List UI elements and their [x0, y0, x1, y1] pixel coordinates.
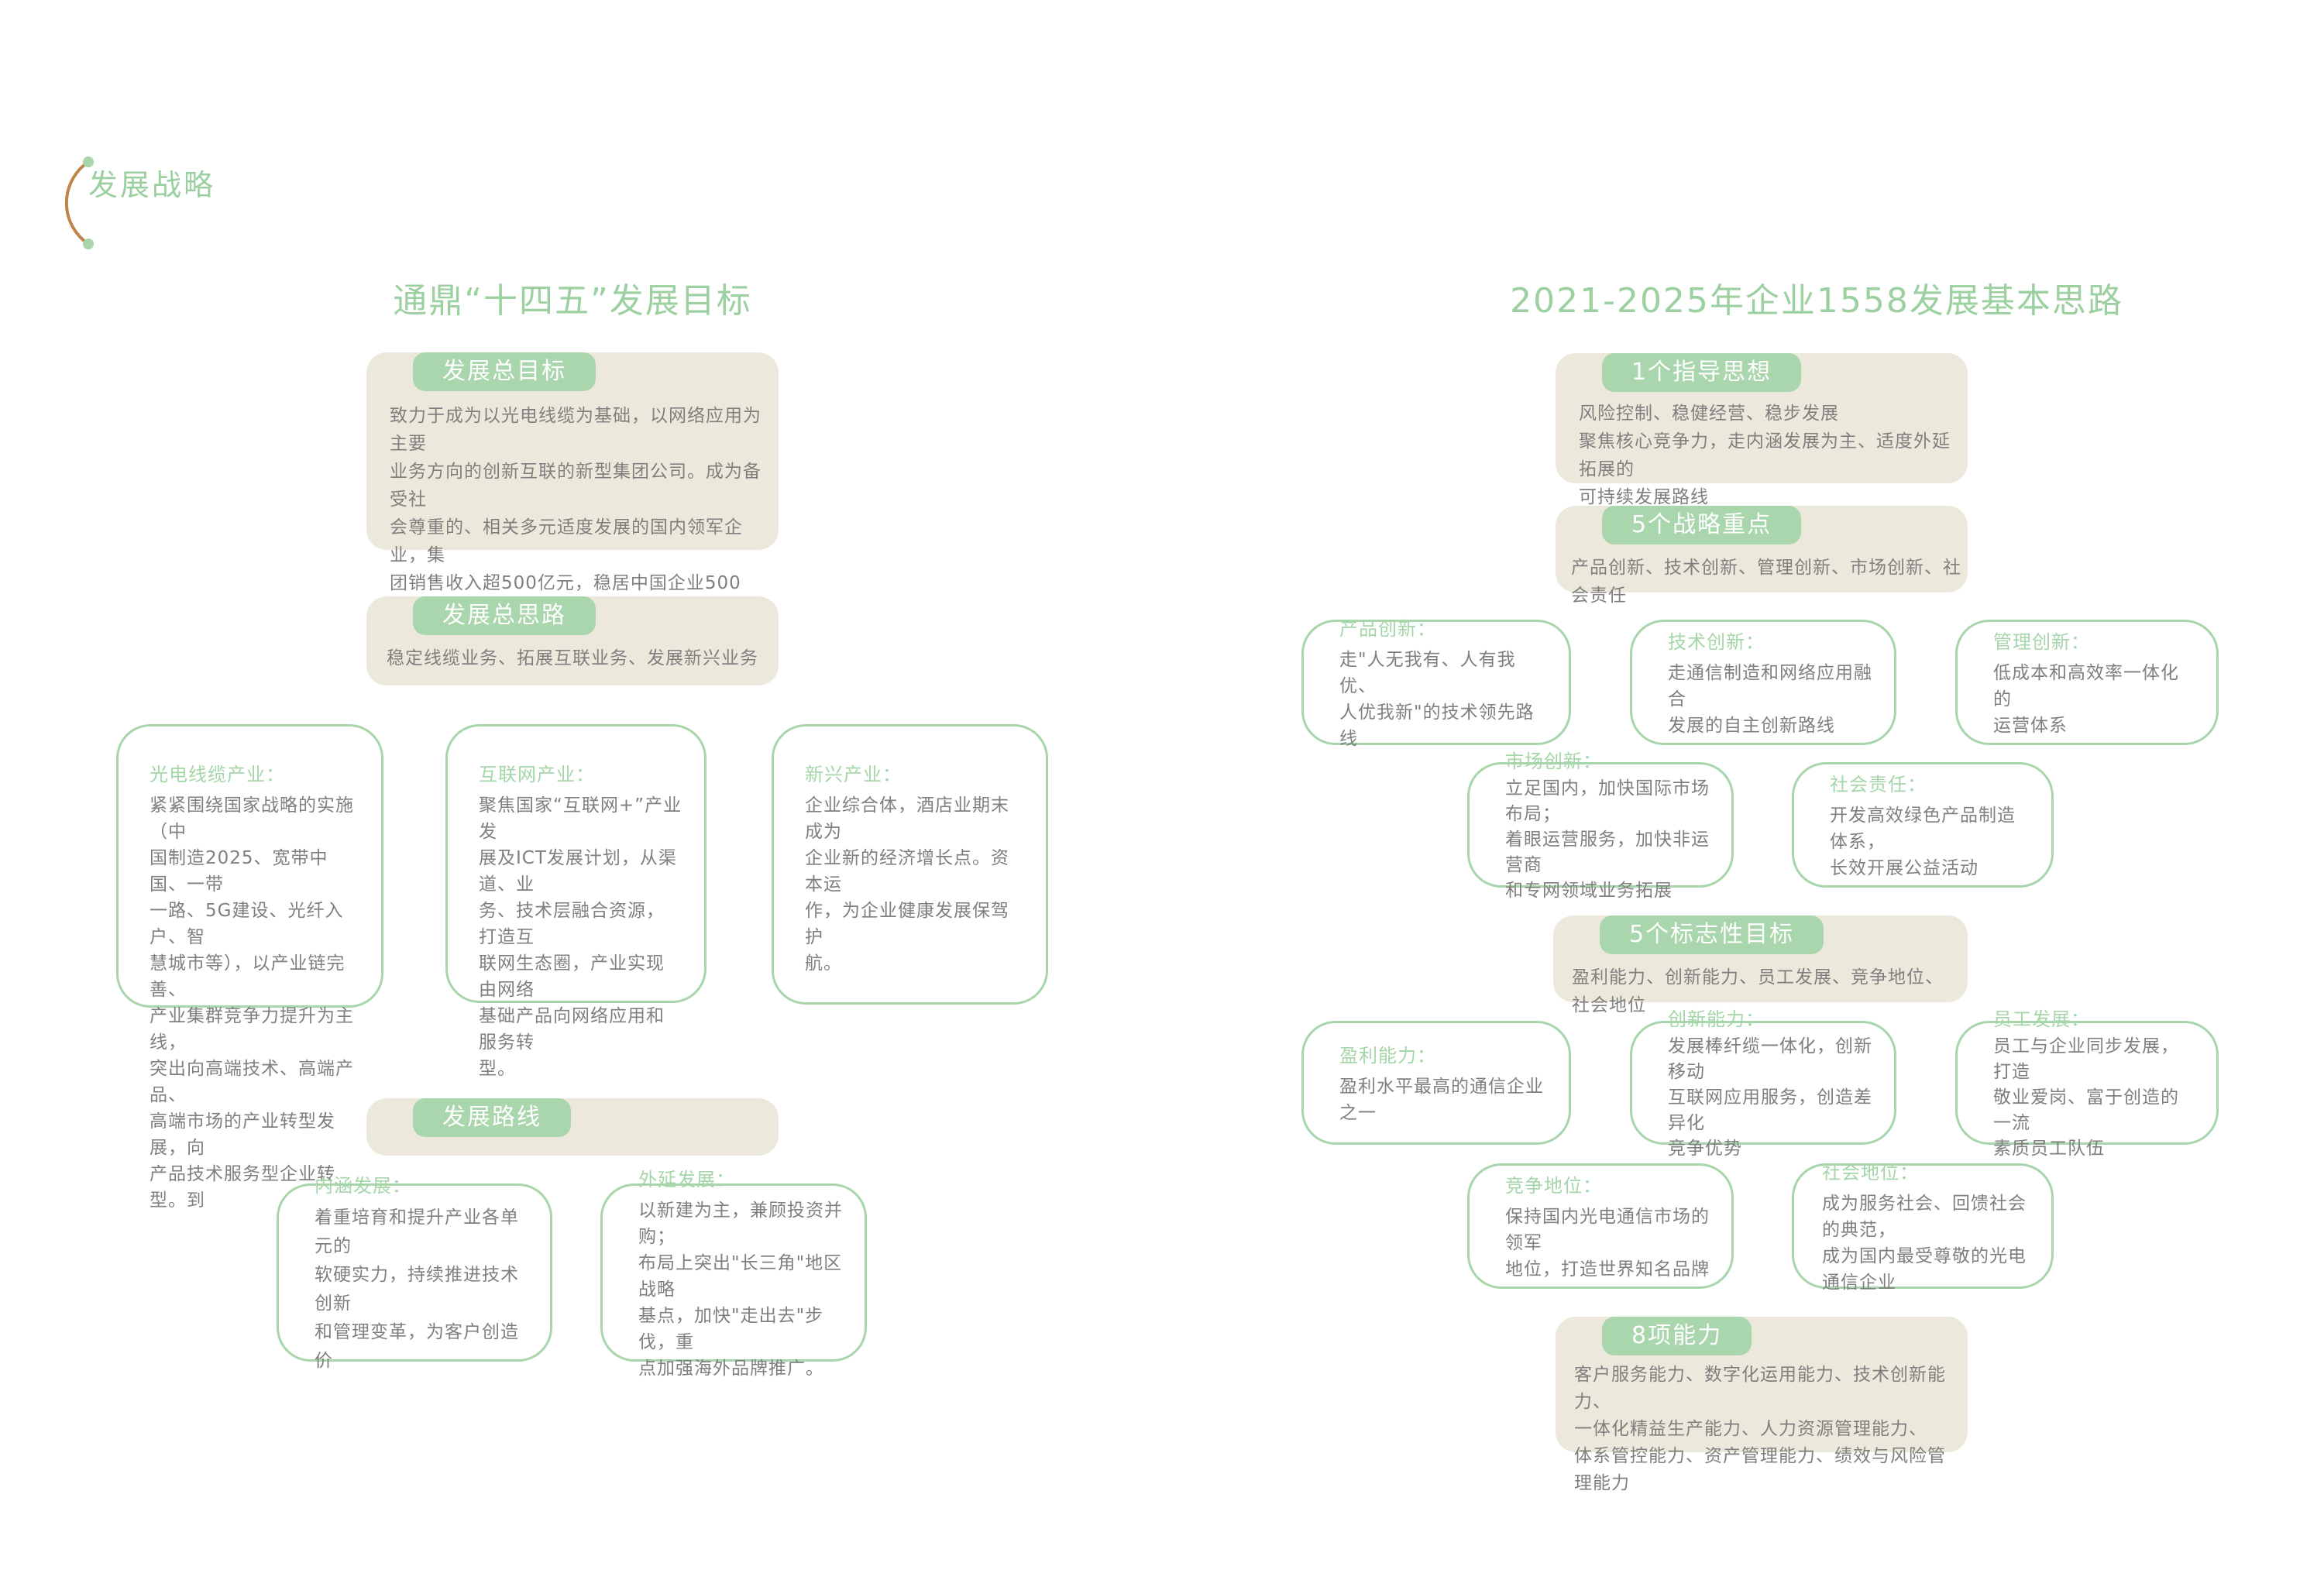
tab-overall-approach: 发展总思路 — [413, 596, 596, 635]
goal-text: 盈利水平最高的通信企业之一 — [1339, 1076, 1544, 1123]
overall-approach-card: 发展总思路 稳定线缆业务、拓展互联业务、发展新兴业务 — [366, 596, 779, 685]
goal-text: 发展棒纤缆一体化，创新移动 互联网应用服务，创造差异化 竞争优势 — [1668, 1036, 1872, 1159]
tab-route: 发展路线 — [413, 1098, 571, 1137]
guiding-thought-text: 风险控制、稳健经营、稳步发展 聚焦核心竞争力，走内涵发展为主、适度外延拓展的 可… — [1579, 404, 1951, 507]
industry-card-internet: 互联网产业： 聚焦国家“互联网+”产业发 展及ICT发展计划，从渠道、业 务、技… — [445, 724, 706, 1079]
goal-label: 竞争地位： — [1505, 1174, 1602, 1197]
innovation-text: 低成本和高效率一体化的 运营体系 — [1993, 662, 2179, 736]
goal-label: 创新能力： — [1668, 1008, 1765, 1030]
landmark-goals-text: 盈利能力、创新能力、员工发展、竞争地位、社会地位 — [1572, 967, 1944, 1015]
route-card-internal: 内涵发展： 着重培育和提升产业各单元的 软硬实力，持续推进技术创新 和管理变革，… — [277, 1175, 552, 1371]
innovation-card-product: 产品创新： 走"人无我有、人有我优、 人优我新"的技术领先路线 — [1301, 618, 1571, 749]
industry-text: 紧紧围绕国家战略的实施（中 国制造2025、宽带中国、一带 一路、5G建设、光纤… — [150, 795, 354, 1211]
goal-card-staff-development: 员工发展： 员工与企业同步发展，打造 敬业爱岗、富于创造的一流 素质员工队伍 — [1955, 1008, 2219, 1159]
industry-label: 新兴产业： — [805, 764, 902, 785]
innovation-label: 产品创新： — [1339, 617, 1436, 640]
innovation-card-market: 市场创新： 立足国内，加快国际市场布局； 着眼运营服务，加快非运营商 和专网领域… — [1467, 751, 1734, 901]
goal-card-innovation: 创新能力： 发展棒纤缆一体化，创新移动 互联网应用服务，创造差异化 竞争优势 — [1630, 1008, 1896, 1159]
section-bracket-icon — [40, 152, 98, 257]
goal-card-competitive-position: 竞争地位： 保持国内光电通信市场的领军 地位，打造世界知名品牌 — [1467, 1163, 1734, 1289]
industry-card-optical-cable: 光电线缆产业： 紧紧围绕国家战略的实施（中 国制造2025、宽带中国、一带 一路… — [116, 724, 383, 1211]
page-title: 发展战略 — [88, 168, 216, 202]
overall-approach-text: 稳定线缆业务、拓展互联业务、发展新兴业务 — [387, 648, 758, 668]
tab-capabilities: 8项能力 — [1602, 1317, 1752, 1355]
innovation-label: 市场创新： — [1505, 751, 1602, 772]
tab-guiding-thought: 1个指导思想 — [1602, 353, 1802, 392]
strategic-priorities-text: 产品创新、技术创新、管理创新、市场创新、社会责任 — [1571, 558, 1961, 606]
goal-card-social-status: 社会地位： 成为服务社会、回馈社会的典范， 成为国内最受尊敬的光电通信企业 — [1792, 1162, 2054, 1293]
route-text: 以新建为主，兼顾投资并购； 布局上突出"长三角"地区战略 基点，加快"走出去"步… — [638, 1200, 843, 1379]
innovation-label: 管理创新： — [1993, 630, 2090, 653]
innovation-text: 开发高效绿色产品制造体系， 长效开展公益活动 — [1830, 805, 2016, 878]
capabilities-card: 8项能力 客户服务能力、数字化运用能力、技术创新能力、 一体化精益生产能力、人力… — [1556, 1317, 1968, 1493]
industry-card-emerging: 新兴产业： 企业综合体，酒店业期末成为 企业新的经济增长点。资本运 作，为企业健… — [772, 724, 1048, 1005]
guiding-thought-card: 1个指导思想 风险控制、稳健经营、稳步发展 聚焦核心竞争力，走内涵发展为主、适度… — [1556, 353, 1968, 507]
goal-label: 社会地位： — [1822, 1161, 1919, 1183]
tab-landmark-goals: 5个标志性目标 — [1600, 915, 1824, 954]
industry-label: 互联网产业： — [479, 764, 595, 785]
innovation-text: 走"人无我有、人有我优、 人优我新"的技术领先路线 — [1339, 649, 1535, 749]
tab-overall-goal: 发展总目标 — [413, 352, 596, 391]
right-column-title: 2021-2025年企业1558发展基本思路 — [1510, 281, 2123, 321]
overall-goal-text: 致力于成为以光电线缆为基础，以网络应用为主要 业务方向的创新互联的新型集团公司。… — [390, 406, 761, 649]
innovation-card-management: 管理创新： 低成本和高效率一体化的 运营体系 — [1955, 620, 2219, 745]
goal-label: 员工发展： — [1993, 1008, 2090, 1030]
goal-text: 员工与企业同步发展，打造 敬业爱岗、富于创造的一流 素质员工队伍 — [1993, 1036, 2179, 1159]
strategic-priorities-card: 5个战略重点 产品创新、技术创新、管理创新、市场创新、社会责任 — [1556, 506, 1968, 606]
industry-text: 聚焦国家“互联网+”产业发 展及ICT发展计划，从渠道、业 务、技术层融合资源，… — [479, 795, 682, 1079]
goal-card-profitability: 盈利能力： 盈利水平最高的通信企业之一 — [1301, 1021, 1571, 1145]
capabilities-text: 客户服务能力、数字化运用能力、技术创新能力、 一体化精益生产能力、人力资源管理能… — [1574, 1365, 1946, 1493]
tab-strategic-priorities: 5个战略重点 — [1602, 506, 1802, 544]
route-text: 着重培育和提升产业各单元的 软硬实力，持续推进技术创新 和管理变革，为客户创造价 — [315, 1207, 519, 1371]
innovation-label: 技术创新： — [1668, 630, 1765, 653]
route-label: 内涵发展： — [315, 1174, 411, 1197]
left-column-title: 通鼎“十四五”发展目标 — [393, 281, 752, 321]
industry-label: 光电线缆产业： — [150, 764, 285, 785]
innovation-text: 立足国内，加快国际市场布局； 着眼运营服务，加快非运营商 和专网领域业务拓展 — [1505, 778, 1710, 901]
goal-label: 盈利能力： — [1339, 1044, 1436, 1067]
innovation-card-social-responsibility: 社会责任： 开发高效绿色产品制造体系， 长效开展公益活动 — [1792, 762, 2054, 888]
route-card: 发展路线 — [366, 1098, 779, 1156]
innovation-label: 社会责任： — [1830, 773, 1927, 795]
route-card-external: 外延发展： 以新建为主，兼顾投资并购； 布局上突出"长三角"地区战略 基点，加快… — [600, 1169, 867, 1379]
route-label: 外延发展： — [638, 1168, 735, 1190]
overall-goal-card: 发展总目标 致力于成为以光电线缆为基础，以网络应用为主要 业务方向的创新互联的新… — [366, 352, 779, 649]
goal-text: 保持国内光电通信市场的领军 地位，打造世界知名品牌 — [1505, 1206, 1710, 1280]
innovation-text: 走通信制造和网络应用融合 发展的自主创新路线 — [1668, 662, 1872, 736]
industry-text: 企业综合体，酒店业期末成为 企业新的经济增长点。资本运 作，为企业健康发展保驾护… — [805, 795, 1009, 974]
goal-text: 成为服务社会、回馈社会的典范， 成为国内最受尊敬的光电通信企业 — [1822, 1193, 2027, 1293]
innovation-card-technology: 技术创新： 走通信制造和网络应用融合 发展的自主创新路线 — [1630, 620, 1896, 745]
landmark-goals-card: 5个标志性目标 盈利能力、创新能力、员工发展、竞争地位、社会地位 — [1553, 915, 1968, 1015]
